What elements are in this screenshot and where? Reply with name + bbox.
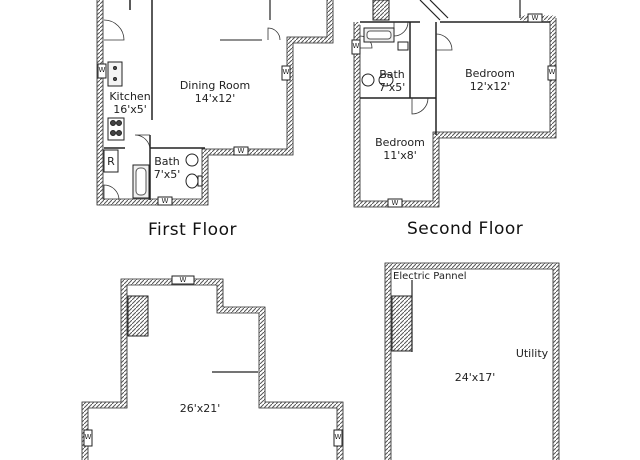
window-marker: W	[179, 276, 187, 284]
basement-exterior-wall	[82, 279, 343, 460]
first-floor-sink	[185, 153, 199, 167]
utility-size: 24'x17'	[454, 371, 496, 384]
bath-door	[134, 134, 151, 151]
large-bedroom-size: 12'x12'	[469, 80, 511, 93]
utility-exterior-wall	[385, 263, 559, 460]
refrigerator-mark: R	[107, 155, 115, 168]
second-floor-plan	[351, 0, 557, 208]
first-floor-bath-name: Bath	[154, 155, 180, 168]
dining-room-label: Dining Room 14'x12'	[170, 79, 260, 105]
stove	[107, 117, 125, 141]
utility-size-label: 24'x17'	[447, 371, 503, 384]
small-bedroom-size: 11'x8'	[383, 149, 417, 162]
window-marker: W	[98, 66, 106, 74]
small-bedroom-name: Bedroom	[375, 136, 425, 149]
utility-name-label: Utility	[510, 347, 554, 360]
second-floor-bath-size: 7'x5'	[378, 81, 406, 94]
basement-stairs	[127, 295, 149, 337]
electric-panel-label: Electric Pannel	[393, 270, 467, 283]
closet-door	[267, 27, 281, 41]
first-floor-toilet	[185, 173, 199, 189]
first-floor-bath-size: 7'x5'	[153, 168, 181, 181]
second-floor-exterior-wall	[354, 15, 556, 207]
window-marker: W	[391, 199, 399, 207]
window-marker: W	[84, 433, 92, 441]
second-floor-bath-label: Bath 7'x5'	[375, 68, 409, 94]
second-floor-toilet	[378, 73, 394, 87]
refrigerator	[103, 149, 119, 173]
kitchen-sink	[107, 61, 123, 87]
basement-plan	[81, 275, 344, 460]
dining-room-size: 14'x12'	[194, 92, 236, 105]
dining-room-name: Dining Room	[179, 79, 251, 92]
kitchen-size: 16'x5'	[113, 103, 147, 116]
second-floor-sink	[361, 73, 375, 87]
first-floor-plan	[96, 0, 334, 206]
second-floor-title: Second Floor	[407, 219, 524, 239]
first-floor-bath-label: Bath 7'x5'	[150, 155, 184, 181]
window-marker: W	[548, 68, 556, 76]
large-bedroom-label: Bedroom 12'x12'	[455, 67, 525, 93]
second-floor-bath-name: Bath	[379, 68, 405, 81]
window-marker: W	[352, 42, 360, 50]
basement-size-label: 26'x21'	[170, 402, 230, 415]
utility-name: Utility	[515, 347, 549, 360]
window-marker: W	[161, 197, 169, 205]
kitchen-label: Kitchen 16'x5'	[108, 90, 152, 116]
utility-plan	[384, 262, 560, 460]
first-floor-title: First Floor	[148, 220, 237, 240]
refrigerator-label: R	[104, 155, 118, 168]
window-marker: W	[237, 147, 245, 155]
kitchen-name: Kitchen	[109, 90, 151, 103]
second-floor-stairs	[372, 0, 390, 21]
basement-size: 26'x21'	[179, 402, 221, 415]
kitchen-door	[103, 19, 125, 41]
small-bedroom-label: Bedroom 11'x8'	[365, 136, 435, 162]
electric-panel-text: Electric Pannel	[393, 271, 467, 282]
window-marker: W	[531, 14, 539, 22]
utility-stairs	[391, 295, 413, 352]
window-marker: W	[282, 68, 290, 76]
large-bedroom-name: Bedroom	[465, 67, 515, 80]
window-marker: W	[334, 433, 342, 441]
